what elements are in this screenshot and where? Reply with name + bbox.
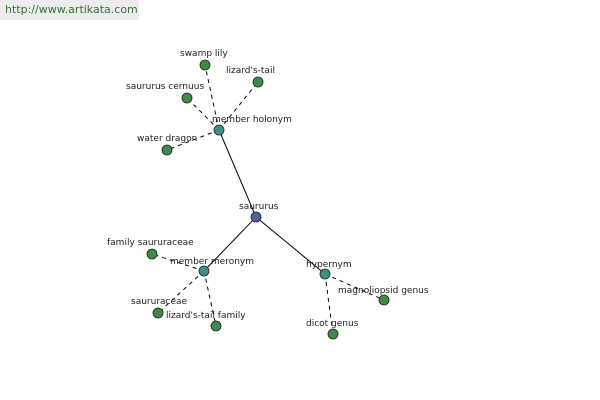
edge-member-holonym-water-dragon (166, 129, 220, 151)
relation-node-hypernym[interactable] (319, 268, 331, 280)
leaf-label-dicot-genus[interactable]: dicot genus (306, 319, 359, 329)
graph-nodes (146, 59, 390, 340)
edge-hypernym-magnoliopsid-genus (324, 273, 385, 301)
relation-label-member-holonym[interactable]: member holonym (212, 115, 292, 125)
leaf-label-lizards-tail-family[interactable]: lizard's-tail family (166, 311, 246, 321)
leaf-node-lizards-tail[interactable] (252, 76, 264, 88)
edge-member-holonym-swamp-lily (204, 64, 220, 131)
edge-saururus-hypernym (255, 216, 326, 275)
edge-member-meronym-lizards-tail-family (203, 270, 217, 327)
edge-member-meronym-saururaceae (157, 270, 205, 314)
edge-member-meronym-family-saururaceae (151, 253, 205, 272)
leaf-node-saururus-cernuus[interactable] (181, 92, 193, 104)
leaf-node-dicot-genus[interactable] (327, 328, 339, 340)
leaf-label-swamp-lily[interactable]: swamp lily (180, 49, 228, 59)
graph-labels: swamp lily lizard's-tail saururus cernuus w… (107, 49, 429, 329)
edge-saururus-member-holonym (218, 129, 257, 218)
leaf-node-saururaceae[interactable] (152, 307, 164, 319)
leaf-node-lizards-tail-family[interactable] (210, 320, 222, 332)
edge-saururus-member-meronym (203, 216, 257, 272)
root-node-saururus[interactable] (250, 211, 262, 223)
edge-member-holonym-saururus-cernuus (186, 97, 220, 131)
leaf-label-saururaceae[interactable]: saururaceae (131, 297, 188, 307)
leaf-node-water-dragon[interactable] (161, 144, 173, 156)
relation-node-member-meronym[interactable] (198, 265, 210, 277)
relation-label-member-meronym[interactable]: member meronym (170, 257, 254, 267)
leaf-label-magnoliopsid-genus[interactable]: magnoliopsid genus (338, 286, 429, 296)
source-url[interactable]: http://www.artikata.com (0, 0, 139, 20)
edge-member-holonym-lizards-tail (218, 81, 259, 131)
relation-node-member-holonym[interactable] (213, 124, 225, 136)
relation-label-hypernym[interactable]: hypernym (306, 260, 352, 270)
leaf-node-family-saururaceae[interactable] (146, 248, 158, 260)
edge-hypernym-dicot-genus (324, 273, 334, 335)
graph-edges (151, 64, 385, 335)
leaf-node-magnoliopsid-genus[interactable] (378, 294, 390, 306)
leaf-label-family-saururaceae[interactable]: family saururaceae (107, 238, 194, 248)
leaf-node-swamp-lily[interactable] (199, 59, 211, 71)
leaf-label-water-dragon[interactable]: water dragon (137, 134, 197, 144)
leaf-label-lizards-tail[interactable]: lizard's-tail (226, 66, 275, 76)
leaf-label-saururus-cernuus[interactable]: saururus cernuus (126, 82, 204, 92)
root-label-saururus[interactable]: saururus (239, 202, 279, 212)
